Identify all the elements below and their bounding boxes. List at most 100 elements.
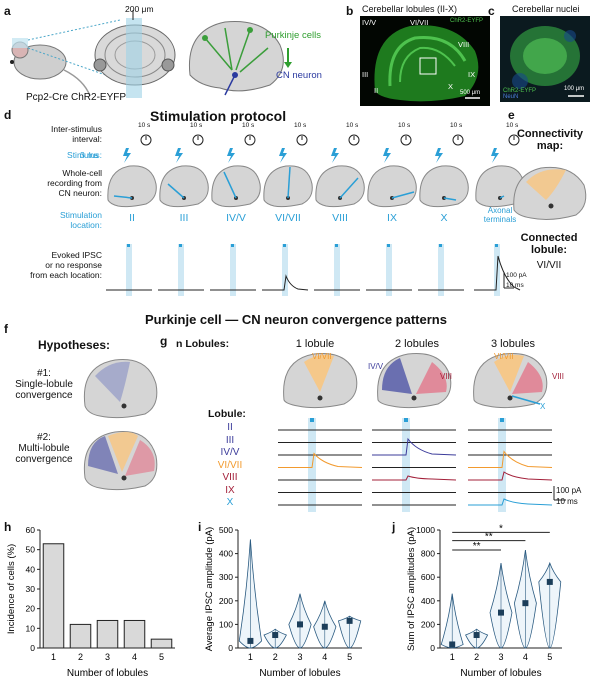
x-tick-label: 3 xyxy=(498,652,503,662)
isi-value: 10 s xyxy=(398,122,411,129)
lightning-icon xyxy=(123,148,131,163)
stim-window xyxy=(334,244,340,296)
stim-location: IV/V xyxy=(226,212,246,224)
lightning-icon xyxy=(435,148,443,163)
isi-value: 10 s xyxy=(294,122,307,129)
stim-window xyxy=(178,244,184,296)
b-lobule-vivii: VI/VII xyxy=(410,18,429,27)
bar xyxy=(69,623,92,649)
lobule-row-label: VIII xyxy=(222,472,238,483)
lobule-row-label: X xyxy=(226,497,234,508)
y-tick-label: 400 xyxy=(421,596,435,606)
median-marker xyxy=(449,641,456,648)
section-title: Purkinje cell — CN neuron convergence pa… xyxy=(145,312,447,327)
b-scale: 500 μm xyxy=(460,90,481,96)
g-trace xyxy=(372,475,457,481)
g-col2-tag-viii: VIII xyxy=(440,372,453,381)
stim-marker xyxy=(179,244,182,247)
g-trace xyxy=(278,452,363,468)
g-col3-tag-vivii: VI/VII xyxy=(494,352,514,361)
g-cerebellum xyxy=(473,352,548,409)
median-marker xyxy=(346,617,353,624)
isi-value: 10 s xyxy=(138,122,151,129)
x-axis-label: Number of lobules xyxy=(67,668,148,679)
bar xyxy=(96,619,119,649)
x-axis-label: Number of lobules xyxy=(259,668,340,679)
mini-cerebellum xyxy=(419,165,469,208)
purkinje-label: Purkinje cells xyxy=(265,30,321,41)
scale-200um: 200 μm xyxy=(125,4,154,14)
connectivity-map xyxy=(513,166,587,220)
stim-window xyxy=(282,244,288,296)
y-tick-label: 40 xyxy=(26,564,36,574)
panel-b-image xyxy=(360,16,490,106)
b-tag: ChR2-EYFP xyxy=(450,18,484,24)
cn-neuron-label: CN neuron xyxy=(276,70,322,81)
stopwatch-icon xyxy=(400,134,412,146)
isi-value: 10 s xyxy=(346,122,359,129)
stim-window xyxy=(230,244,236,296)
g-stim-window xyxy=(402,418,410,512)
lightning-icon xyxy=(175,148,183,163)
panel-c-title: Cerebellar nuclei xyxy=(512,4,580,14)
g-col2-tag-ivv: IV/V xyxy=(368,362,384,371)
y-tick-label: 100 xyxy=(219,619,233,629)
median-marker xyxy=(321,623,328,630)
median-marker xyxy=(498,609,504,616)
x-tick-label: 5 xyxy=(547,652,552,662)
median-marker xyxy=(522,600,529,607)
stim-protocol-title: Stimulation protocol xyxy=(150,108,287,124)
y-axis-label: Sum of IPSC amplitudes (pA) xyxy=(406,527,417,651)
lobule-row-label: VI/VII xyxy=(217,459,243,471)
mini-cerebellum xyxy=(159,165,209,208)
g-stim-marker xyxy=(500,418,504,422)
g-col3-tag-x: X xyxy=(540,402,546,411)
y-tick-label: 0 xyxy=(430,643,435,653)
mouse-label: Pcp2-Cre ChR2-EYFP xyxy=(26,92,127,103)
isi-value: 10 s xyxy=(242,122,255,129)
x-tick-label: 3 xyxy=(105,652,110,662)
stim-marker xyxy=(387,244,390,247)
y-tick-label: 0 xyxy=(228,643,233,653)
median-marker xyxy=(272,632,279,639)
y-tick-label: 500 xyxy=(219,525,233,535)
panel-letter-e: e xyxy=(508,108,515,122)
lightning-icon xyxy=(331,148,339,163)
y-tick-label: 50 xyxy=(26,545,36,555)
connected-lobule-label: Connected lobule: xyxy=(520,232,578,256)
x-tick-label: 2 xyxy=(474,652,479,662)
b-lobule-x: X xyxy=(448,82,454,91)
significance-label: ** xyxy=(473,541,481,552)
isi-label: Inter-stimulus interval: xyxy=(50,124,102,144)
panel-letter-f: f xyxy=(4,322,8,336)
g-col1-tag-vivii: VI/VII xyxy=(312,352,332,361)
stim-marker xyxy=(439,244,442,247)
median-marker xyxy=(297,621,303,628)
lightning-icon xyxy=(227,148,235,163)
evoked-label: Evoked IPSC or no response from each loc… xyxy=(30,250,102,280)
stopwatch-icon xyxy=(296,134,308,146)
x-tick-label: 1 xyxy=(51,652,56,662)
median-marker xyxy=(473,632,480,639)
d-scale-pa: 100 pA xyxy=(506,272,527,279)
x-tick-label: 1 xyxy=(450,652,455,662)
mini-cerebellum xyxy=(315,165,365,208)
bar xyxy=(123,619,146,649)
hypothesis-1: #1: Single-lobule convergence xyxy=(15,368,73,401)
stim-duration: 3 ms xyxy=(80,150,99,160)
bar xyxy=(42,543,65,649)
ipsc-trace xyxy=(262,274,309,291)
stopwatch-icon xyxy=(244,134,256,146)
significance-label: ** xyxy=(485,532,493,543)
panel-letter-h: h xyxy=(4,520,12,534)
mini-cerebellum xyxy=(211,165,261,208)
d-scale-ms: 10 ms xyxy=(506,282,524,289)
panel-a-illustration xyxy=(10,10,292,98)
stim-marker xyxy=(127,244,130,247)
hypotheses-title: Hypotheses: xyxy=(37,338,111,352)
bar xyxy=(150,638,173,649)
median-marker xyxy=(546,578,553,585)
x-tick-label: 2 xyxy=(78,652,83,662)
y-tick-label: 300 xyxy=(219,572,233,582)
x-tick-label: 2 xyxy=(273,652,278,662)
